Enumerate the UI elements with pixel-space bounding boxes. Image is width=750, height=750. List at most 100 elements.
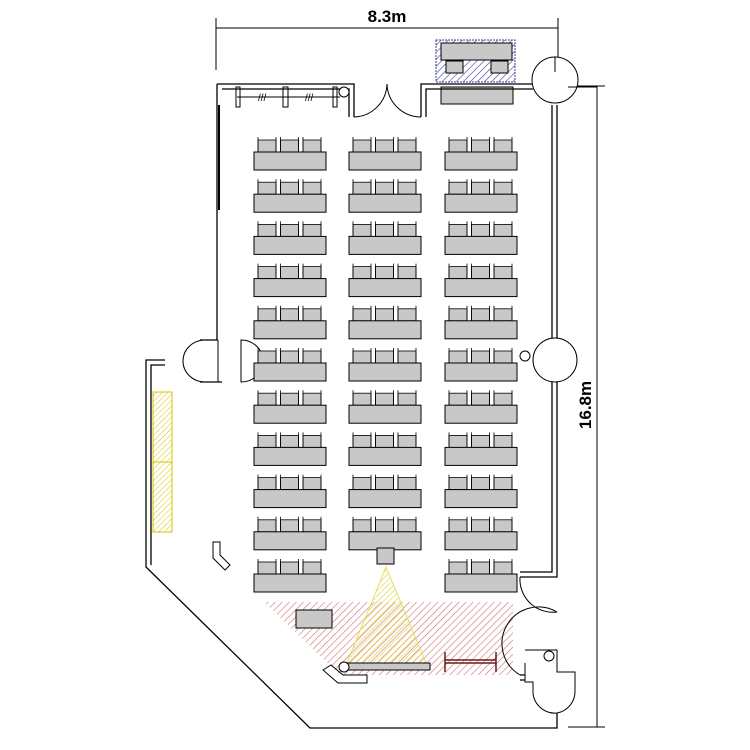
table-with-chairs (253, 263, 327, 298)
chair (397, 392, 417, 406)
table (348, 489, 422, 509)
table-with-chairs (444, 348, 518, 382)
table-with-chairs (444, 432, 518, 466)
chair (302, 266, 322, 280)
table-with-chairs (253, 432, 327, 466)
chair (280, 139, 299, 153)
chair (280, 223, 299, 237)
chair (471, 561, 490, 575)
chair (471, 392, 490, 406)
chair (352, 350, 372, 364)
chair (471, 139, 490, 153)
stage-area (264, 547, 513, 684)
chair (375, 223, 394, 237)
chair (493, 223, 513, 237)
chair (448, 392, 468, 406)
chair (302, 350, 322, 364)
chair (280, 519, 299, 533)
table (348, 531, 422, 551)
table-with-chairs (253, 221, 327, 255)
chair (257, 181, 277, 195)
chair (375, 350, 394, 364)
table-with-chairs (348, 516, 422, 551)
width-label: 8.3m (368, 7, 407, 26)
column-right (532, 337, 578, 383)
height-label: 16.8m (576, 381, 595, 429)
table (253, 235, 327, 255)
chair (257, 434, 277, 448)
table-with-chairs (348, 474, 422, 509)
table (348, 362, 422, 382)
side-panels (152, 391, 173, 533)
chair (448, 181, 468, 195)
chair (471, 477, 490, 491)
table (444, 404, 518, 424)
chair (375, 139, 394, 153)
chair (352, 477, 372, 491)
chair (448, 434, 468, 448)
side-door[interactable] (501, 576, 558, 676)
table (253, 193, 327, 213)
chair (280, 392, 299, 406)
chair (280, 181, 299, 195)
chair (375, 308, 394, 322)
entrance-double-door[interactable] (353, 83, 422, 118)
table (444, 489, 518, 509)
projection-screen[interactable] (340, 662, 431, 671)
lectern (295, 609, 333, 629)
chair (397, 266, 417, 280)
table (253, 446, 327, 466)
chair (375, 477, 394, 491)
table (253, 531, 327, 551)
chair (257, 308, 277, 322)
table (253, 320, 327, 340)
table-with-chairs (253, 516, 327, 551)
chair (302, 392, 322, 406)
table (444, 151, 518, 171)
table-with-chairs (253, 474, 327, 509)
table-with-chairs (444, 390, 518, 424)
table-with-chairs (444, 179, 518, 213)
table (348, 151, 422, 171)
chair (302, 477, 322, 491)
chair (352, 223, 372, 237)
podium (322, 664, 368, 684)
chair (375, 434, 394, 448)
table (348, 446, 422, 466)
chair (397, 350, 417, 364)
table (253, 573, 327, 593)
table (348, 404, 422, 424)
chair (352, 392, 372, 406)
chair (471, 308, 490, 322)
table (444, 573, 518, 593)
chair (493, 350, 513, 364)
chair (257, 477, 277, 491)
chair (397, 223, 417, 237)
chair (302, 223, 322, 237)
chair (448, 266, 468, 280)
chair (257, 266, 277, 280)
chair (375, 266, 394, 280)
chair (493, 181, 513, 195)
equipment-cabinet (435, 39, 516, 105)
chair (471, 434, 490, 448)
chair (352, 139, 372, 153)
svg-text:///: /// (305, 93, 314, 104)
svg-text:///: /// (258, 93, 267, 104)
chair (280, 308, 299, 322)
table-with-chairs (348, 390, 422, 424)
chair (493, 561, 513, 575)
chair (471, 266, 490, 280)
column-left (182, 339, 206, 383)
chair (493, 266, 513, 280)
table-with-chairs (348, 221, 422, 255)
table-with-chairs (444, 516, 518, 551)
projector (376, 547, 395, 565)
chair (302, 434, 322, 448)
table-with-chairs (253, 348, 327, 382)
chair (257, 392, 277, 406)
chair (375, 392, 394, 406)
table-with-chairs (348, 179, 422, 213)
whiteboard (444, 652, 497, 672)
